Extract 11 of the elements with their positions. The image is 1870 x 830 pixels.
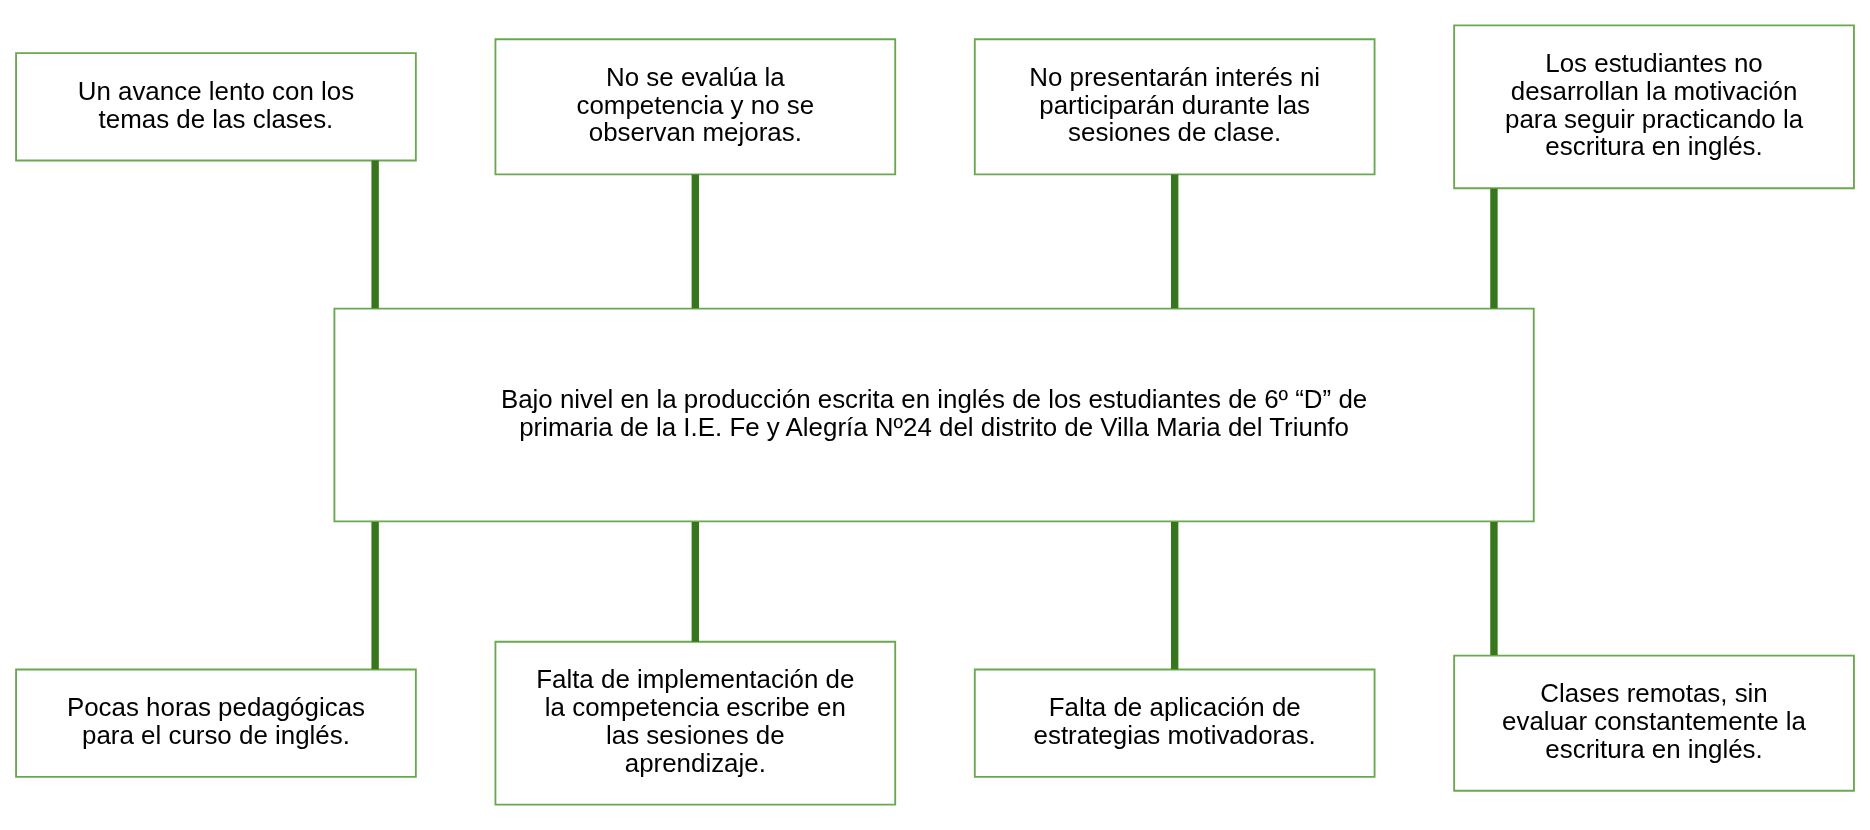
- node-box: Bajo nivel en la producción escrita en inglés de los estudiantes de 6º “D” de primaria de la I.E. Fe y Alegría Nº24 del distrito de Villa Maria del Triunfo: [333, 307, 1535, 523]
- connector: [1171, 521, 1179, 670]
- node-box: Falta de aplicación de estrategias motivadoras.: [973, 668, 1376, 778]
- node-box: Los estudiantes no desarrollan la motivación para seguir practicando la escritura en inglés.: [1453, 24, 1855, 190]
- node-box: No presentarán interés ni participarán durante las sesiones de clase.: [973, 38, 1376, 176]
- node-box: Falta de implementación de la competencia escribe en las sesiones de aprendizaje.: [494, 640, 897, 806]
- node-box: No se evalúa la competencia y no se observan mejoras.: [494, 38, 897, 176]
- node-box: Clases remotas, sin evaluar constantemente la escritura en inglés.: [1453, 654, 1855, 792]
- node-box: Un avance lento con los temas de las clases.: [15, 52, 417, 162]
- node-box: Pocas horas pedagógicas para el curso de inglés.: [15, 668, 417, 778]
- connector: [371, 521, 379, 670]
